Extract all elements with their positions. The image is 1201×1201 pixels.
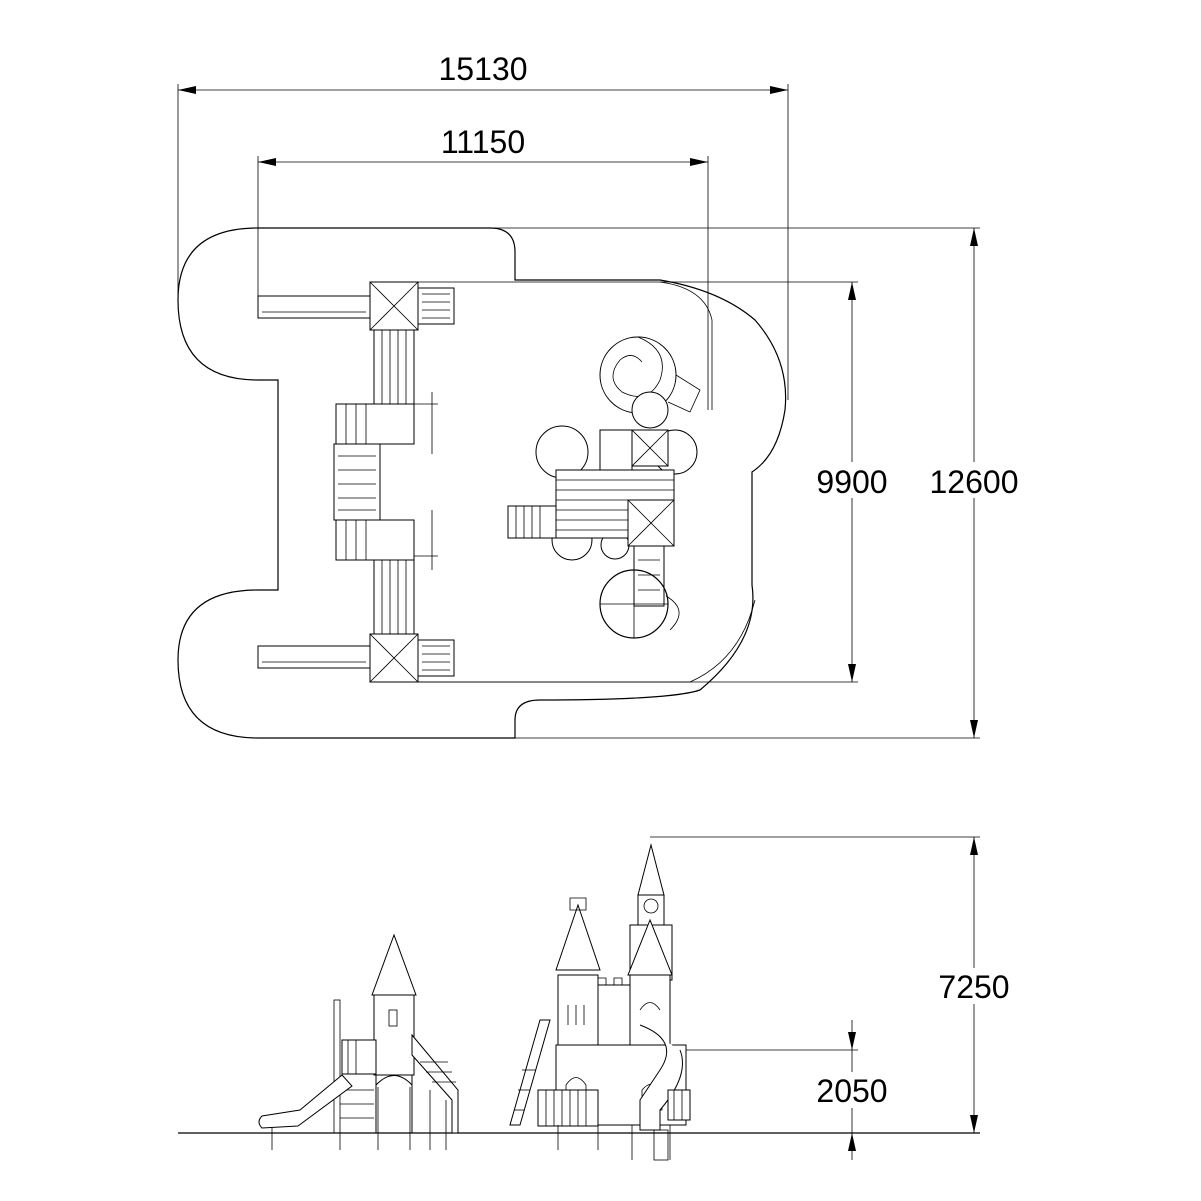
upper-room <box>599 429 633 471</box>
dim-11150-label: 11150 <box>441 124 525 160</box>
left-slide <box>258 1074 353 1129</box>
lower-bridge <box>373 559 415 637</box>
castle-center-wall <box>597 984 633 1046</box>
bottom-ladder <box>417 639 455 677</box>
lower-deck <box>335 519 415 561</box>
left-tower-spire <box>371 933 417 996</box>
left-stairs <box>411 1033 459 1134</box>
dimension-structure-width: 11150 <box>257 124 709 410</box>
exit-tower <box>633 545 665 607</box>
castle-left-spire <box>555 903 601 971</box>
bottom-slide <box>257 645 371 669</box>
castle-tube-slide <box>639 1024 683 1131</box>
clock-face <box>643 898 659 914</box>
clock-tower-body <box>637 894 665 926</box>
left-tower-base <box>375 1075 413 1133</box>
top-slide <box>257 295 371 319</box>
castle-elevation <box>509 843 691 1161</box>
dim-12600-label: 12600 <box>930 464 1019 500</box>
clock-tower-spire <box>637 843 665 896</box>
climbing-tube <box>341 1039 377 1075</box>
dim-7250-label: 7250 <box>938 969 1009 1005</box>
left-structure-elevation <box>258 933 459 1150</box>
left-structure-plan <box>257 281 455 683</box>
dim-15130-label: 15130 <box>439 51 528 87</box>
castle-balcony-right <box>667 1089 691 1121</box>
castle-left-tower <box>557 974 599 1051</box>
dimension-platform-height: 2050 <box>660 1020 896 1160</box>
dimension-structure-depth: 9900 <box>418 281 896 683</box>
right-structure-plan <box>507 336 701 639</box>
elevation-view: 7250 2050 <box>178 836 1022 1161</box>
castle-right-tower <box>629 974 671 1046</box>
castle-balcony-left <box>537 1089 599 1127</box>
top-ladder <box>417 287 455 325</box>
dimension-overall-height: 7250 <box>650 836 1022 1133</box>
dim-2050-label: 2050 <box>816 1073 887 1109</box>
upper-deck <box>335 403 415 445</box>
dimension-overall-width: 15130 <box>177 51 789 400</box>
left-tower-body <box>373 994 415 1076</box>
plan-view: 15130 11150 9900 <box>177 51 1026 739</box>
dim-9900-label: 9900 <box>816 464 887 500</box>
center-platform <box>333 443 381 521</box>
dimension-overall-depth: 12600 <box>490 227 1026 739</box>
safety-zone-outline <box>177 227 787 739</box>
